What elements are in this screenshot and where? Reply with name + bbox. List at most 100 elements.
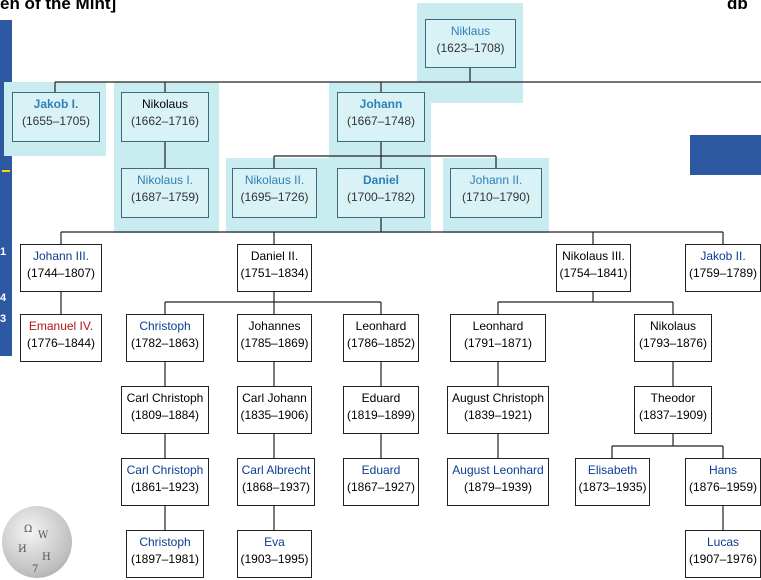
node-years: (1879–1939) xyxy=(463,480,533,494)
node-daniel-1700[interactable]: Daniel (1700–1782) xyxy=(337,168,425,218)
node-niklaus-1623[interactable]: Niklaus (1623–1708) xyxy=(425,19,516,68)
node-years: (1839–1921) xyxy=(463,408,533,422)
node-leonhard-1786[interactable]: Leonhard (1786–1852) xyxy=(343,314,419,362)
node-name: Daniel II. xyxy=(250,249,299,263)
node-name: Jakob I. xyxy=(33,97,79,111)
node-name: August Christoph xyxy=(451,391,545,405)
node-name: Emanuel IV. xyxy=(28,319,94,333)
node-years: (1710–1790) xyxy=(461,190,531,204)
node-name: Eva xyxy=(264,535,285,549)
node-nikolaus-i[interactable]: Nikolaus I. (1687–1759) xyxy=(121,168,209,218)
node-elisabeth[interactable]: Elisabeth (1873–1935) xyxy=(575,458,650,506)
node-name: Eduard xyxy=(361,391,401,405)
node-emanuel-iv[interactable]: Emanuel IV. (1776–1844) xyxy=(20,314,102,362)
node-name: Daniel xyxy=(362,173,399,187)
node-years: (1662–1716) xyxy=(130,114,200,128)
node-years: (1809–1884) xyxy=(130,408,200,422)
node-years: (1667–1748) xyxy=(346,114,416,128)
node-name: Niklaus xyxy=(450,24,491,38)
node-years: (1623–1708) xyxy=(436,41,505,55)
node-hans[interactable]: Hans (1876–1959) xyxy=(685,458,761,506)
node-years: (1873–1935) xyxy=(578,480,647,494)
node-years: (1907–1976) xyxy=(688,552,758,566)
wikipedia-globe-logo: Ω W И H 7 xyxy=(2,506,72,578)
node-name: Elisabeth xyxy=(587,463,638,477)
node-august-christoph[interactable]: August Christoph (1839–1921) xyxy=(447,386,549,434)
node-years: (1819–1899) xyxy=(346,408,416,422)
node-johannes[interactable]: Johannes (1785–1869) xyxy=(237,314,312,362)
node-eduard-1819[interactable]: Eduard (1819–1899) xyxy=(343,386,419,434)
node-name: Johannes xyxy=(248,319,301,333)
node-years: (1861–1923) xyxy=(130,480,200,494)
node-years: (1903–1995) xyxy=(240,552,309,566)
node-years: (1776–1844) xyxy=(26,336,96,350)
node-name: Theodor xyxy=(650,391,696,405)
node-years: (1868–1937) xyxy=(241,480,311,494)
node-johann-iii[interactable]: Johann III. (1744–1807) xyxy=(20,244,102,292)
node-theodor[interactable]: Theodor (1837–1909) xyxy=(634,386,712,434)
node-leonhard-1791[interactable]: Leonhard (1791–1871) xyxy=(450,314,546,362)
node-years: (1759–1789) xyxy=(688,266,758,280)
node-years: (1782–1863) xyxy=(130,336,200,350)
node-carl-albrecht[interactable]: Carl Albrecht (1868–1937) xyxy=(237,458,315,506)
node-years: (1837–1909) xyxy=(638,408,708,422)
node-name: Johann III. xyxy=(32,249,90,263)
node-name: Lucas xyxy=(706,535,740,549)
node-years: (1687–1759) xyxy=(130,190,200,204)
node-years: (1655–1705) xyxy=(21,114,91,128)
node-nikolaus-iii[interactable]: Nikolaus III. (1754–1841) xyxy=(556,244,631,292)
node-jakob-ii[interactable]: Jakob II. (1759–1789) xyxy=(685,244,761,292)
node-years: (1744–1807) xyxy=(26,266,96,280)
node-years: (1876–1959) xyxy=(688,480,758,494)
node-name: Johann II. xyxy=(469,173,523,187)
node-years: (1754–1841) xyxy=(559,266,628,280)
node-johann-ii[interactable]: Johann II. (1710–1790) xyxy=(450,168,542,218)
node-name: Leonhard xyxy=(355,319,407,333)
node-johann-1667[interactable]: Johann (1667–1748) xyxy=(337,92,425,142)
node-years: (1695–1726) xyxy=(240,190,309,204)
panel-yellow-mark xyxy=(2,170,10,186)
node-christoph-1897[interactable]: Christoph (1897–1981) xyxy=(126,530,204,578)
node-years: (1785–1869) xyxy=(240,336,309,350)
node-jakob-i[interactable]: Jakob I. (1655–1705) xyxy=(12,92,100,142)
slide-right-fragment: db xyxy=(727,0,748,13)
node-name: Nikolaus xyxy=(141,97,189,111)
node-carl-johann[interactable]: Carl Johann (1835–1906) xyxy=(237,386,312,434)
node-years: (1897–1981) xyxy=(130,552,200,566)
node-name: Carl Christoph xyxy=(126,391,204,405)
node-name: Nikolaus II. xyxy=(244,173,305,187)
panel-mark-3: 3 xyxy=(0,313,7,325)
node-years: (1791–1871) xyxy=(463,336,533,350)
right-blue-block xyxy=(690,135,761,175)
node-name: Eduard xyxy=(361,463,401,477)
node-nikolaus-1793[interactable]: Nikolaus (1793–1876) xyxy=(634,314,712,362)
node-name: Carl Johann xyxy=(242,391,307,405)
node-years: (1751–1834) xyxy=(240,266,309,280)
node-august-leonhard[interactable]: August Leonhard (1879–1939) xyxy=(447,458,549,506)
node-name: Nikolaus I. xyxy=(136,173,194,187)
node-name: Christoph xyxy=(139,319,191,333)
node-name: Leonhard xyxy=(472,319,524,333)
node-name: Christoph xyxy=(139,535,191,549)
node-carl-christoph-1809[interactable]: Carl Christoph (1809–1884) xyxy=(121,386,209,434)
node-lucas[interactable]: Lucas (1907–1976) xyxy=(685,530,761,578)
node-years: (1867–1927) xyxy=(346,480,416,494)
slide-title-fragment: en of the Mint] xyxy=(0,0,117,13)
node-years: (1786–1852) xyxy=(346,336,416,350)
panel-mark-1: 1 xyxy=(0,246,7,258)
node-name: Hans xyxy=(708,463,737,477)
node-nikolaus-ii[interactable]: Nikolaus II. (1695–1726) xyxy=(232,168,317,218)
node-name: Carl Christoph xyxy=(126,463,204,477)
node-daniel-ii[interactable]: Daniel II. (1751–1834) xyxy=(237,244,312,292)
node-eva[interactable]: Eva (1903–1995) xyxy=(237,530,312,578)
node-carl-christoph-1861[interactable]: Carl Christoph (1861–1923) xyxy=(121,458,209,506)
node-name: Carl Albrecht xyxy=(241,463,311,477)
node-christoph-1782[interactable]: Christoph (1782–1863) xyxy=(126,314,204,362)
panel-mark-4: 4 xyxy=(0,292,7,304)
node-eduard-1867[interactable]: Eduard (1867–1927) xyxy=(343,458,419,506)
node-name: Jakob II. xyxy=(700,249,746,263)
node-years: (1835–1906) xyxy=(240,408,309,422)
node-name: Johann xyxy=(359,97,403,111)
node-nikolaus-1662[interactable]: Nikolaus (1662–1716) xyxy=(121,92,209,142)
